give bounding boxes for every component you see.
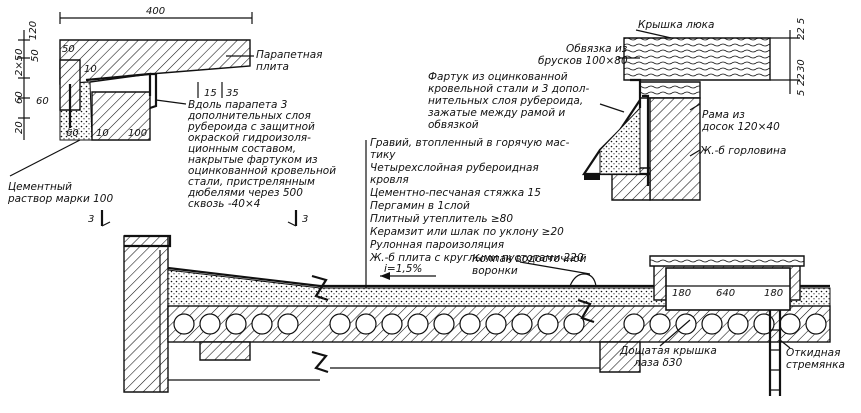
svg-text:кровельной стали и 3 допол-: кровельной стали и 3 допол- <box>428 83 589 95</box>
dim-225: 22 5 <box>796 18 807 40</box>
label-parapet-plate-2: плита <box>256 61 289 73</box>
section-mark-a: 3 <box>88 214 94 225</box>
label-hatch-lid-2: лаза δ30 <box>633 357 683 369</box>
roof-layers-legend: Гравий, втопленный в горячую мас- тику Ч… <box>365 137 584 290</box>
svg-text:стали, пристрелянным: стали, пристрелянным <box>188 176 315 188</box>
label-apron: Фартук из оцинкованной кровельной стали … <box>428 71 589 131</box>
svg-text:нительных слоя рубероида,: нительных слоя рубероида, <box>428 95 583 107</box>
dim-30: 30 <box>796 59 807 72</box>
svg-text:накрытые фартуком из: накрытые фартуком из <box>188 154 318 166</box>
label-ladder-1: Откидная <box>786 347 840 359</box>
label-frame-bars-2: брусков 100×80 <box>538 55 628 67</box>
dim-5: 5 <box>796 90 807 96</box>
label-hatch-cover: Крышка люка <box>638 19 714 31</box>
svg-text:Вдоль парапета 3: Вдоль парапета 3 <box>188 99 287 111</box>
dim-120: 120 <box>28 21 39 40</box>
rc-neck-wall <box>649 97 701 201</box>
layer-3: Цементно-песчаная стяжка 15 <box>370 187 541 199</box>
hatch-detail: Крышка люка 22 5 30 22 5 Обвязка из брус… <box>428 18 807 201</box>
dim-35: 35 <box>226 88 239 99</box>
layer-2a: Четырехслойная рубероидная <box>370 162 539 174</box>
section-parapet-column <box>123 235 169 393</box>
parapet-detail: 400 120 2×50 50 60 20 50 10 60 10 100 60… <box>7 6 336 227</box>
label-frame-bars-1: Обвязка из <box>566 43 628 55</box>
layer-7: Рулонная пароизоляция <box>370 239 504 251</box>
dim-100: 100 <box>128 128 147 139</box>
parapet-wall <box>91 91 151 141</box>
label-drain-cap-2: воронки <box>472 265 518 277</box>
label-rc-neck: Ж.-б горловина <box>699 145 786 157</box>
dim-10a: 10 <box>84 64 97 75</box>
slope-label: i=1,5% <box>384 263 422 275</box>
dim-22: 22 <box>796 73 807 86</box>
dim-400: 400 <box>146 6 165 17</box>
layer-6: Керамзит или шлак по уклону ≥20 <box>370 226 564 238</box>
dim-2x50: 2×50 <box>14 49 25 76</box>
label-hatch-lid-1: Дощатая крышка <box>619 345 717 357</box>
svg-text:дополнительных слоя: дополнительных слоя <box>187 110 311 122</box>
label-parapet-plate-1: Парапетная <box>256 49 323 61</box>
label-cement-mortar-1: Цементный <box>8 181 72 193</box>
dim-15: 15 <box>204 88 217 99</box>
layer-1b: тику <box>370 149 396 161</box>
label-frame-boards-1: Рама из <box>702 109 745 121</box>
dim-60c: 60 <box>36 96 49 107</box>
roof-cross-section: Колпак водосточной воронки i=1,5% 180 64… <box>123 234 845 396</box>
layer-4: Пергамин в 1слой <box>370 200 470 212</box>
svg-text:зажатые между рамой и: зажатые между рамой и <box>428 107 565 119</box>
svg-text:Фартук из оцинкованной: Фартук из оцинкованной <box>428 71 568 83</box>
svg-text:рубероида с защитной: рубероида с защитной <box>187 121 315 133</box>
slab-voids <box>173 313 827 335</box>
svg-text:дюбелями через 500: дюбелями через 500 <box>187 187 303 199</box>
dim-10b: 10 <box>96 128 109 139</box>
layer-5: Плитный утеплитель ≥80 <box>370 213 513 225</box>
svg-text:сквозь -40×4: сквозь -40×4 <box>188 198 260 210</box>
label-cement-mortar-2: раствор марки 100 <box>7 193 113 205</box>
label-along-parapet: Вдоль парапета 3 дополнительных слоя руб… <box>187 99 336 210</box>
svg-text:ционным составом,: ционным составом, <box>188 143 296 155</box>
svg-text:окраской гидроизоля-: окраской гидроизоля- <box>188 132 311 144</box>
label-drain-cap-1: Колпак водосточной <box>472 253 587 265</box>
dim-180a: 180 <box>672 288 691 299</box>
dim-180b: 180 <box>764 288 783 299</box>
hatch-cover-boards <box>623 37 771 81</box>
dim-20: 20 <box>14 121 25 134</box>
label-frame-boards-2: досок 120×40 <box>701 121 780 133</box>
dim-60b: 60 <box>66 128 79 139</box>
dim-50b: 50 <box>62 44 75 55</box>
layer-1a: Гравий, втопленный в горячую мас- <box>370 137 570 149</box>
dim-60a: 60 <box>14 91 25 104</box>
layer-8: Ж.-б плита с круглыми пустотами 220 <box>369 252 584 264</box>
dim-50a: 50 <box>30 49 41 62</box>
apron-insulation <box>599 106 641 175</box>
svg-text:обвязкой: обвязкой <box>428 119 479 131</box>
section-mark-b: 3 <box>302 214 308 225</box>
dim-640: 640 <box>716 288 735 299</box>
layer-2b: кровля <box>370 174 409 186</box>
svg-text:оцинкованной кровельной: оцинкованной кровельной <box>188 165 336 177</box>
label-ladder-2: стремянка <box>786 359 845 371</box>
